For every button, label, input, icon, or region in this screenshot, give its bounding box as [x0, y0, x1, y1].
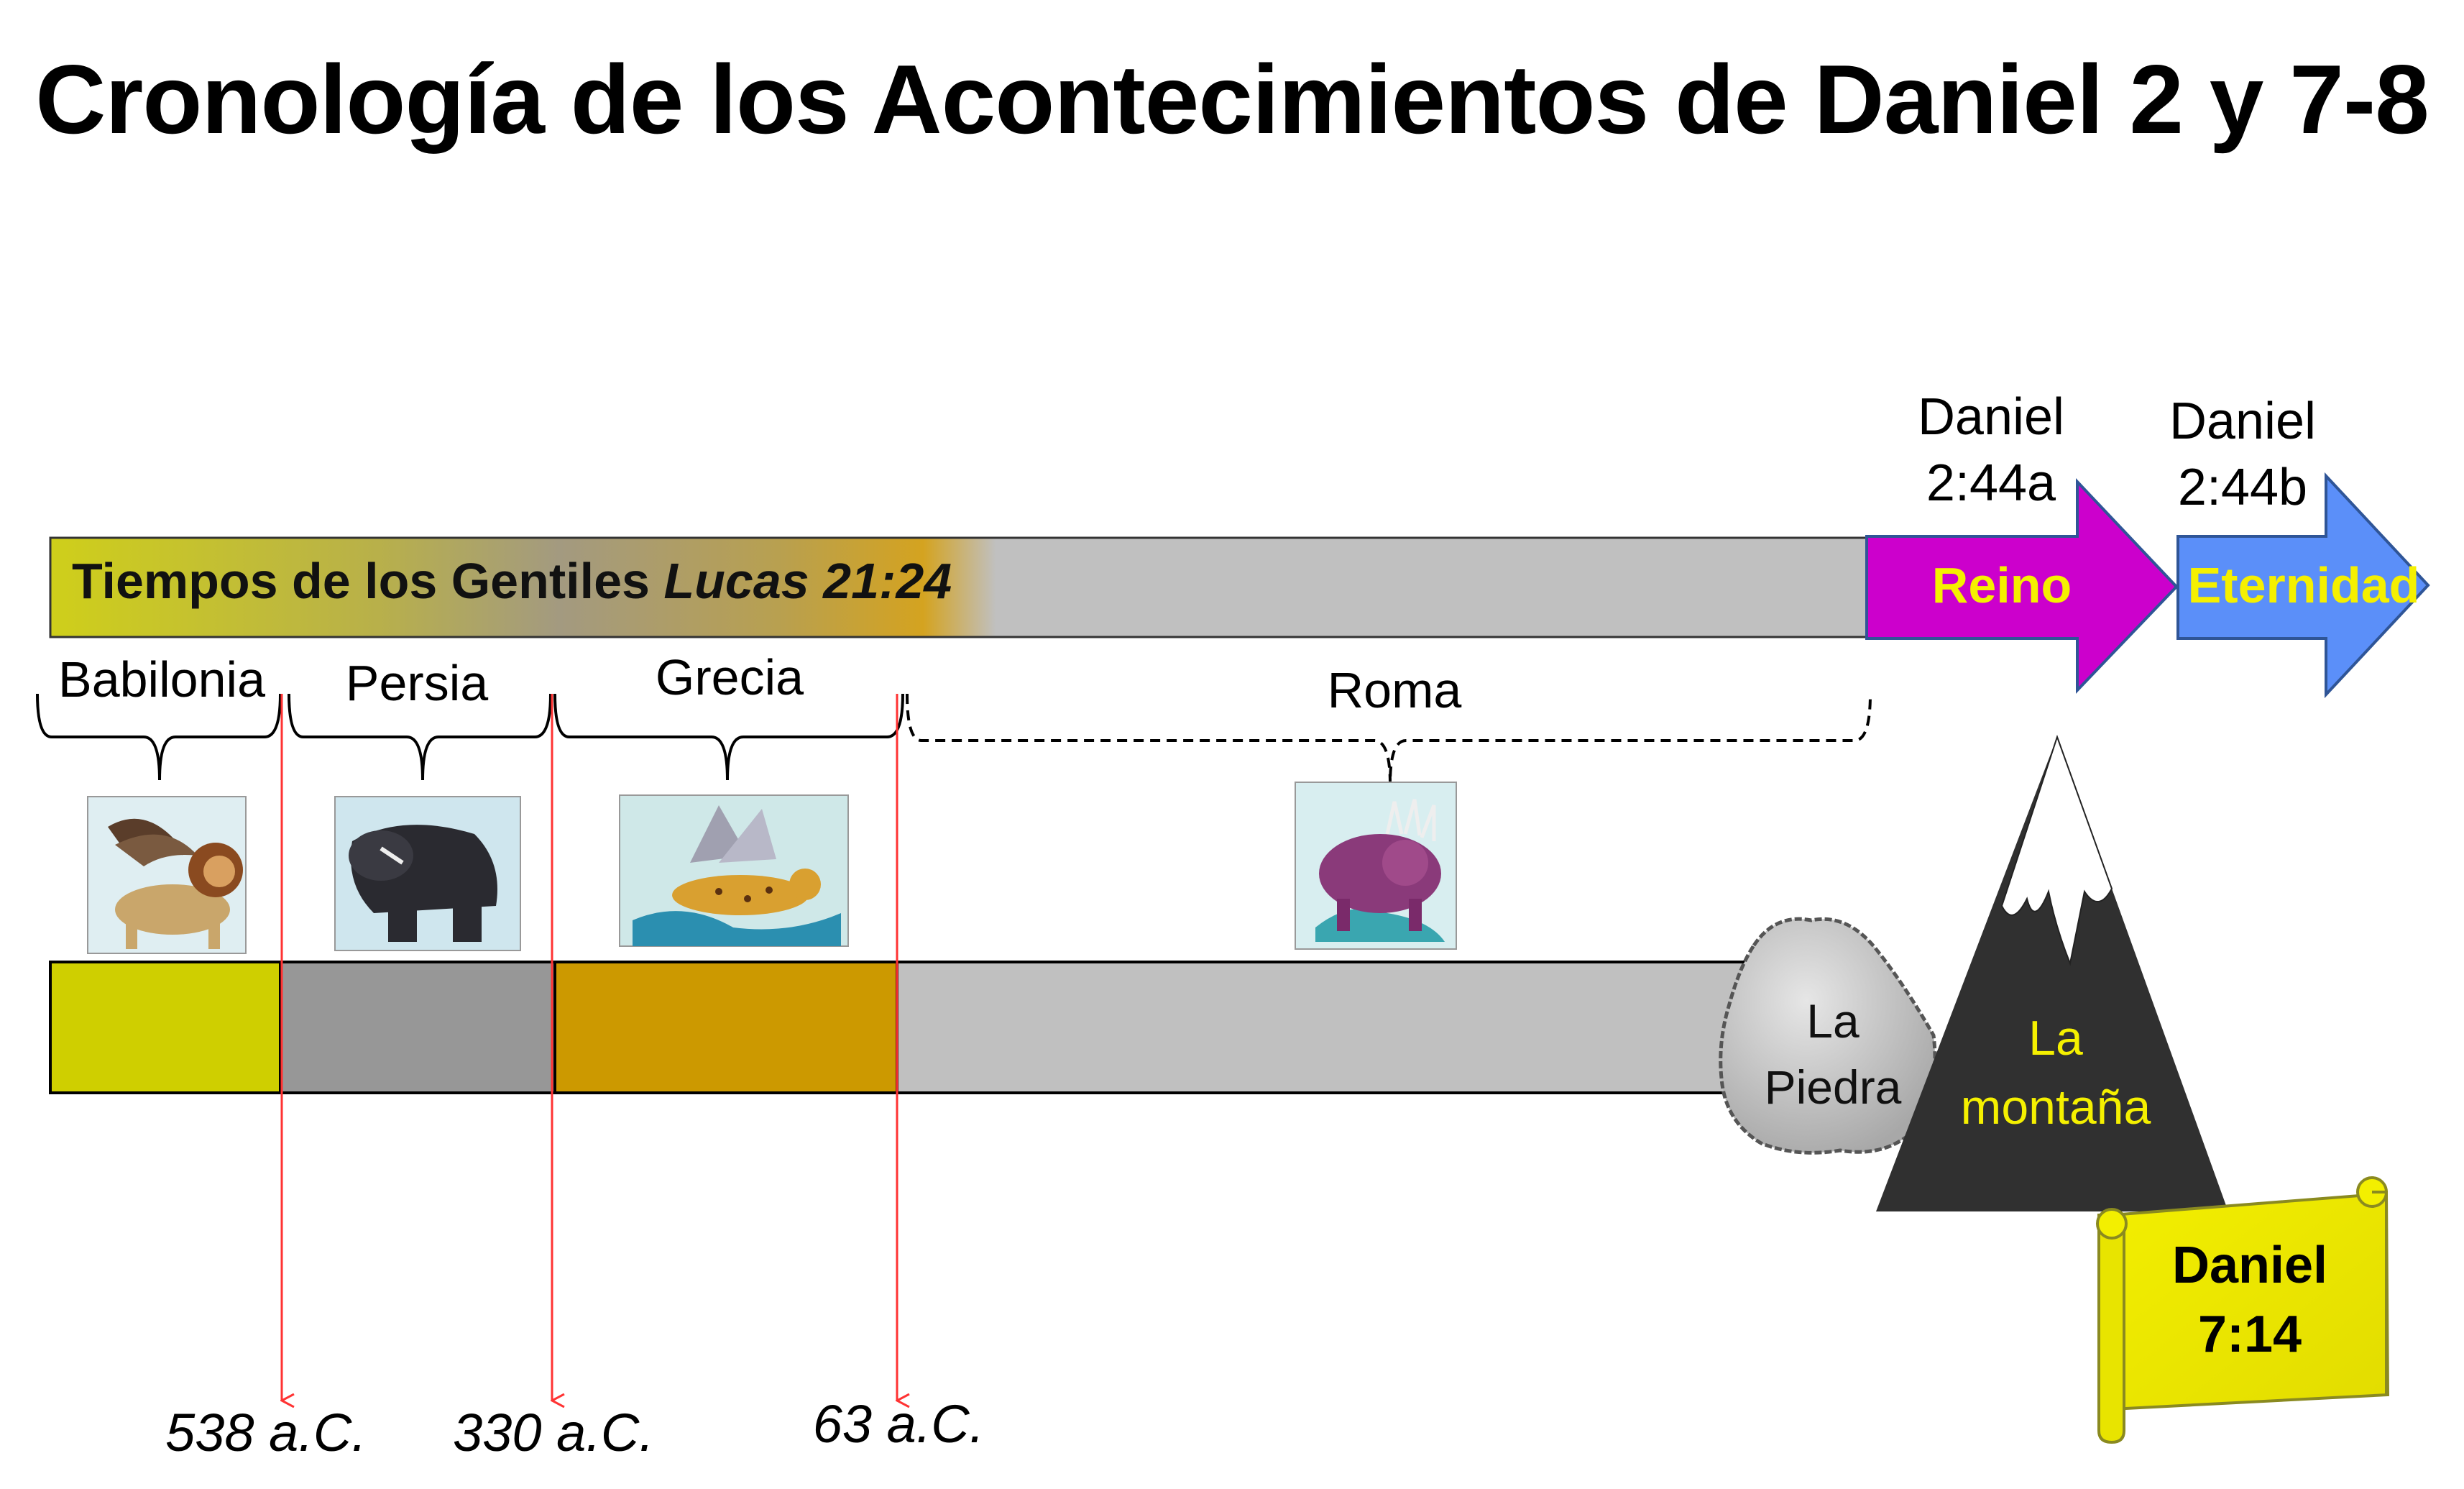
scroll-label-line2: 7:14: [2197, 1306, 2302, 1363]
kingdom-arrow: [1865, 477, 2179, 694]
kingdom-ref-verse: 2:44a: [1926, 454, 2056, 512]
ten-horned-beast-icon: [1295, 782, 1457, 950]
kingdom-label: Reino: [1931, 557, 2072, 613]
brace-grecia: [553, 693, 904, 781]
eternity-label: Eternidad: [2187, 557, 2420, 613]
stone-label-line1: La: [1806, 994, 1860, 1048]
gentiles-label: Tiempos de los Gentiles Lucas 21:24: [72, 552, 952, 610]
winged-leopard-icon: [619, 794, 849, 947]
empire-label-babilonia: Babilonia: [58, 651, 265, 707]
date-label-538: 538 a.C.: [165, 1403, 367, 1462]
empire-label-persia: Persia: [345, 655, 489, 711]
eternity-ref: Daniel 2:44b: [2113, 388, 2372, 521]
segment-persia: [279, 961, 556, 1094]
brace-persia: [288, 693, 552, 781]
scroll-icon: [2096, 1176, 2390, 1444]
brace-babilonia: [36, 693, 282, 781]
winged-lion-icon: [87, 796, 247, 954]
date-label-330: 330 a.C.: [453, 1403, 654, 1462]
page-title: Cronología de los Acontecimientos de Dan…: [35, 45, 2429, 154]
empire-label-roma: Roma: [1327, 662, 1462, 718]
kingdom-ref: Daniel 2:44a: [1862, 384, 2120, 516]
mountain-label-line2: montaña: [1960, 1080, 2151, 1135]
segment-roma: [896, 961, 1783, 1094]
eternity-arrow: [2176, 472, 2430, 699]
segment-babilonia: [49, 961, 282, 1094]
kingdom-ref-book: Daniel: [1917, 388, 2065, 446]
scroll-label: Daniel 7:14: [2128, 1231, 2372, 1369]
stone-label-line2: Piedra: [1764, 1060, 1902, 1114]
stone-icon: [1719, 917, 1937, 1155]
eternity-ref-verse: 2:44b: [2177, 459, 2308, 516]
bear-icon: [334, 796, 521, 951]
mountain-icon: [1876, 734, 2228, 1211]
stone-label: La Piedra: [1725, 988, 1941, 1120]
segment-grecia: [553, 961, 898, 1094]
empire-label-grecia: Grecia: [655, 649, 804, 705]
eternity-ref-book: Daniel: [2169, 393, 2317, 450]
date-label-63: 63 a.C.: [812, 1394, 985, 1454]
gentiles-bar: [49, 536, 1870, 638]
scroll-label-line1: Daniel: [2171, 1237, 2328, 1294]
gentiles-ref: Lucas 21:24: [663, 553, 952, 609]
gentiles-label-text: Tiempos de los Gentiles: [72, 553, 650, 609]
mountain-label-line1: La: [2028, 1011, 2083, 1066]
mountain-label: La montaña: [1934, 1004, 2178, 1142]
